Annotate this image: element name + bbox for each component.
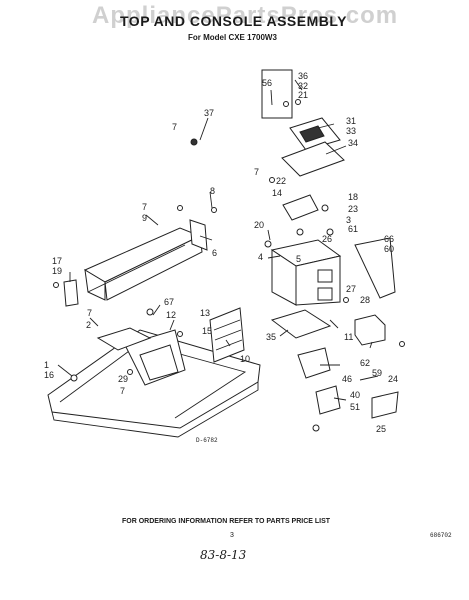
housing-box	[270, 239, 342, 339]
bracket-60	[354, 237, 396, 299]
callout-18: 18	[348, 192, 358, 202]
callout-46: 46	[342, 374, 352, 384]
callout-22: 22	[276, 176, 286, 186]
callout-7-c: 7	[142, 202, 147, 212]
callout-5: 5	[296, 254, 301, 264]
callout-1: 1	[44, 360, 49, 370]
callout-62: 62	[360, 358, 370, 368]
hardware-screws	[53, 99, 405, 432]
callout-36: 36	[298, 71, 308, 81]
callout-37: 37	[204, 108, 214, 118]
callout-51: 51	[350, 402, 360, 412]
callout-15: 15	[202, 326, 212, 336]
top-panel	[47, 329, 261, 438]
callout-23: 23	[348, 204, 358, 214]
callout-7-b: 7	[254, 167, 259, 177]
box-62	[354, 314, 386, 346]
callout-4: 4	[258, 252, 263, 262]
callout-12: 12	[166, 310, 176, 320]
bracket-46	[297, 347, 331, 379]
callout-labels: 36 56 32 21 31 33 34 37 7 7 22 14 18 23 …	[44, 71, 398, 434]
callout-25: 25	[376, 424, 386, 434]
callout-24: 24	[388, 374, 398, 384]
diagram-title: TOP AND CONSOLE ASSEMBLY	[120, 13, 347, 29]
callout-20: 20	[254, 220, 264, 230]
switch-40	[315, 385, 341, 415]
bracket-25	[371, 391, 399, 419]
callout-14: 14	[272, 188, 282, 198]
handwritten-note: 83-8-13	[200, 548, 247, 562]
callout-26: 26	[322, 234, 332, 244]
callout-27: 27	[346, 284, 356, 294]
callout-59: 59	[372, 368, 382, 378]
callout-8: 8	[210, 186, 215, 196]
ordering-note: FOR ORDERING INFORMATION REFER TO PARTS …	[122, 518, 331, 525]
callout-11: 11	[344, 332, 353, 342]
callout-7-e: 7	[120, 386, 125, 396]
callout-7-d: 7	[87, 308, 92, 318]
callout-13: 13	[200, 308, 210, 318]
callout-19: 19	[52, 266, 62, 276]
callout-34: 34	[348, 138, 358, 148]
callout-67: 67	[164, 297, 174, 307]
callout-66: 66	[384, 234, 394, 244]
console-rail	[63, 219, 208, 307]
callout-32: 32	[298, 81, 308, 91]
callout-56: 56	[262, 78, 272, 88]
callout-33: 33	[346, 126, 356, 136]
callout-16: 16	[44, 370, 54, 380]
leader-lines	[57, 79, 379, 401]
callout-6: 6	[212, 248, 217, 258]
callout-2: 2	[86, 320, 91, 330]
grille-10	[209, 307, 245, 363]
callout-40: 40	[350, 390, 360, 400]
plate-2	[96, 327, 152, 351]
callout-31: 31	[346, 116, 356, 126]
callout-17: 17	[52, 256, 62, 266]
callout-10: 10	[240, 354, 250, 364]
callout-29: 29	[118, 374, 128, 384]
page-number: 3	[230, 532, 234, 539]
callout-7-a: 7	[172, 122, 177, 132]
callout-35: 35	[266, 332, 276, 342]
model-subtitle: For Model CXE 1700W3	[188, 33, 277, 42]
drawing-number: D-6782	[196, 437, 218, 444]
watermark: AppliancePartsPros.com	[92, 2, 399, 29]
callout-21: 21	[298, 90, 308, 100]
callout-60: 60	[384, 244, 394, 254]
callout-61: 61	[348, 224, 358, 234]
callout-3: 3	[346, 215, 351, 225]
callout-9: 9	[142, 213, 147, 223]
catalog-number: 686702	[430, 532, 452, 539]
callout-28: 28	[360, 295, 370, 305]
